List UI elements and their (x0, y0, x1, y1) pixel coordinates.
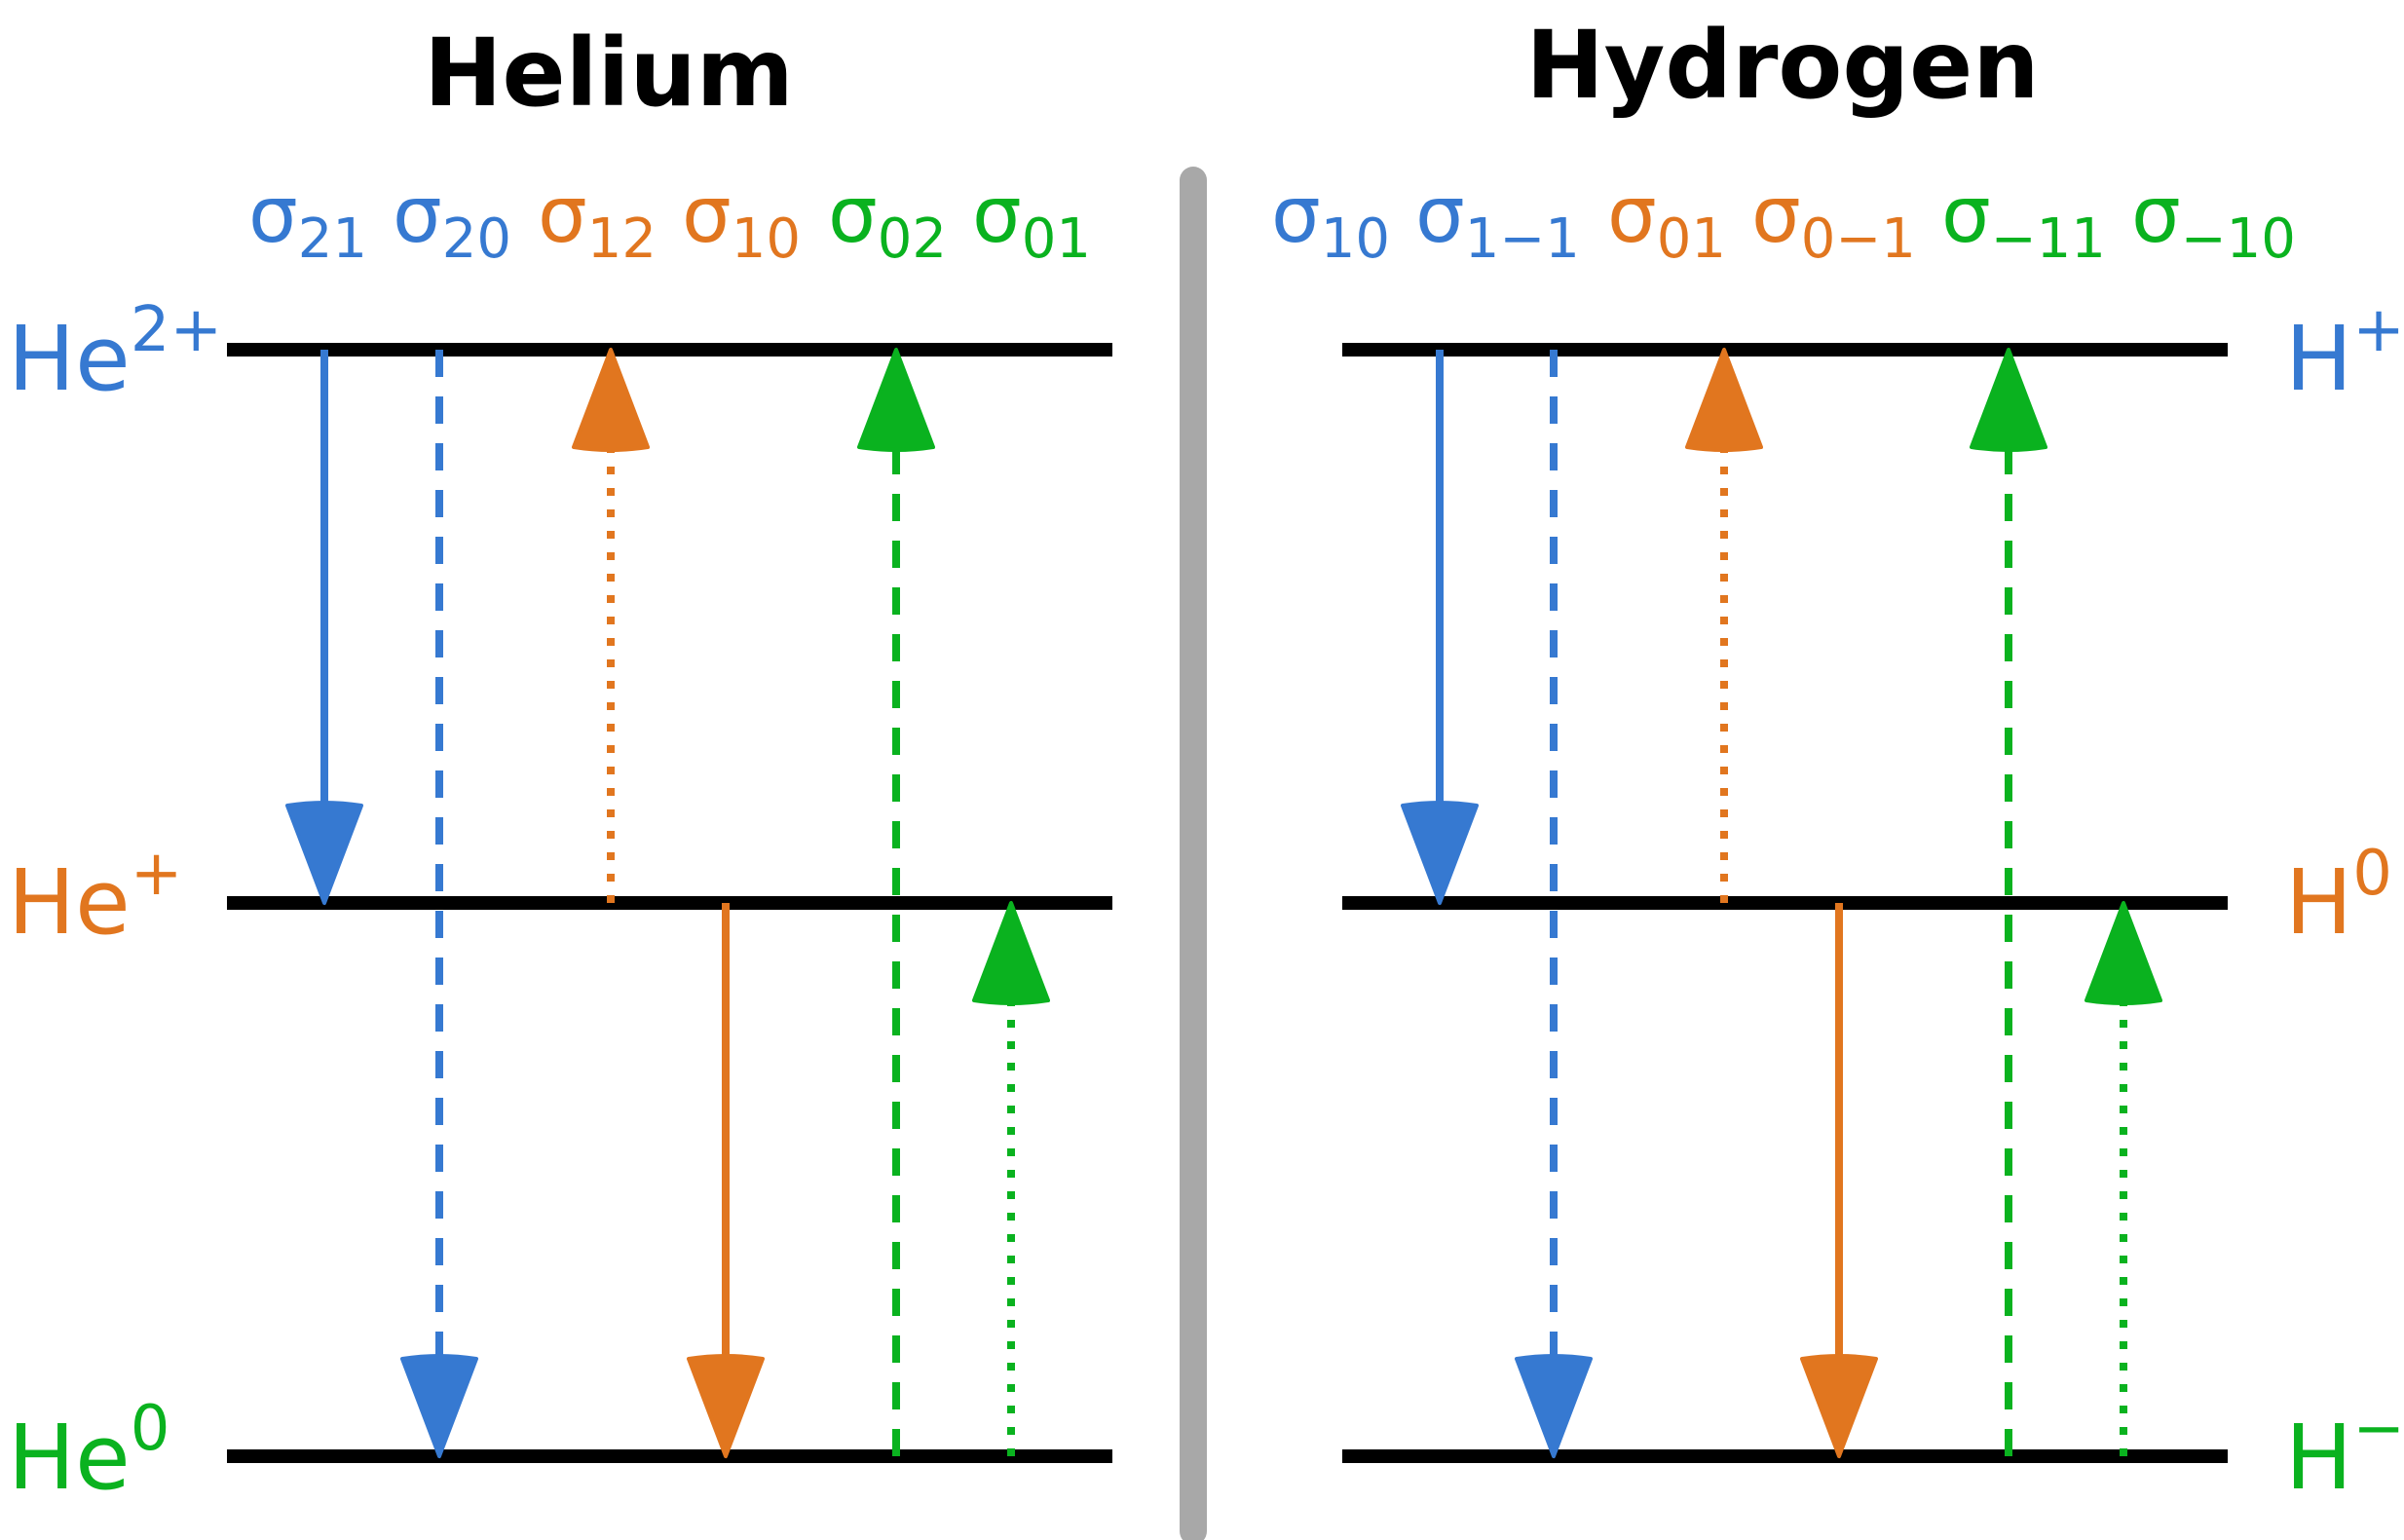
transition-arrowhead (687, 1354, 765, 1458)
transition-arrowhead (1515, 1354, 1593, 1458)
level-charge: 2+ (131, 294, 222, 366)
sigma-symbol: σ (393, 169, 442, 260)
sigma-subscript: 12 (587, 207, 657, 271)
sigma-subscript: 1−1 (1465, 207, 1580, 271)
hydrogen-transition-arrow (1401, 350, 1479, 905)
sigma-subscript: 02 (878, 207, 947, 271)
sigma-symbol: σ (1751, 169, 1801, 260)
helium-level-label: He+ (8, 838, 182, 955)
helium-level-label: He0 (8, 1393, 170, 1510)
transition-arrowhead (400, 1354, 478, 1458)
transition-arrowhead (285, 801, 363, 905)
helium-cross-section-label: σ02 (828, 169, 947, 271)
level-charge: + (2352, 294, 2404, 366)
panel-title-helium: Helium (424, 19, 794, 128)
helium-cross-section-label: σ01 (972, 169, 1091, 271)
level-base: H (2285, 1406, 2352, 1510)
sigma-subscript: 10 (1321, 207, 1390, 271)
hydrogen-transition-arrow (1800, 903, 1878, 1458)
sigma-symbol: σ (538, 169, 587, 260)
transition-arrowhead (2085, 901, 2162, 1005)
sigma-symbol: σ (682, 169, 732, 260)
level-base: H (2285, 850, 2352, 955)
level-base: He (8, 1406, 131, 1510)
sigma-symbol: σ (248, 169, 298, 260)
helium-cross-section-label: σ10 (682, 169, 801, 271)
sigma-symbol: σ (1415, 169, 1465, 260)
level-charge: 0 (131, 1393, 170, 1465)
hydrogen-level-label: H0 (2285, 838, 2392, 955)
sigma-subscript: 0−1 (1801, 207, 1916, 271)
helium-cross-section-label: σ21 (248, 169, 367, 271)
level-base: He (8, 307, 131, 411)
transition-arrowhead (1800, 1354, 1878, 1458)
helium-transition-arrow (687, 903, 765, 1458)
level-charge: − (2352, 1393, 2404, 1465)
hydrogen-transition-arrow (2085, 901, 2162, 1456)
hydrogen-transition-arrow (1685, 348, 1763, 903)
helium-cross-section-label: σ20 (393, 169, 511, 271)
hydrogen-level-label: H+ (2285, 294, 2404, 411)
sigma-symbol: σ (1271, 169, 1321, 260)
helium-levels: He2+He+He0 (8, 294, 1112, 1510)
sigma-subscript: 20 (442, 207, 511, 271)
hydrogen-cross-section-label: σ0−1 (1751, 169, 1916, 271)
hydrogen-cross-section-label: σ10 (1271, 169, 1390, 271)
sigma-symbol: σ (1941, 169, 1991, 260)
sigma-subscript: 01 (1657, 207, 1726, 271)
level-charge: 0 (2352, 838, 2392, 910)
sigma-subscript: −10 (2181, 207, 2296, 271)
hydrogen-cross-section-label: σ01 (1607, 169, 1726, 271)
helium-transition-arrow (285, 350, 363, 905)
level-charge: + (131, 838, 183, 910)
hydrogen-cross-section-label: σ−11 (1941, 169, 2106, 271)
sigma-symbol: σ (972, 169, 1022, 260)
level-base: He (8, 850, 131, 955)
transition-arrowhead (1401, 801, 1479, 905)
hydrogen-level-label: H− (2285, 1393, 2404, 1510)
helium-transition-arrow (857, 348, 935, 1456)
sigma-symbol: σ (2131, 169, 2181, 260)
transition-arrowhead (1685, 348, 1763, 452)
transition-arrowhead (1970, 348, 2047, 452)
transition-arrowhead (572, 348, 650, 452)
helium-transition-arrow (972, 901, 1050, 1456)
transition-arrowhead (972, 901, 1050, 1005)
hydrogen-transitions (1401, 348, 2162, 1458)
sigma-subscript: −11 (1991, 207, 2106, 271)
sigma-symbol: σ (1607, 169, 1657, 260)
sigma-subscript: 01 (1022, 207, 1091, 271)
sigma-subscript: 10 (732, 207, 801, 271)
panel-title-hydrogen: Hydrogen (1525, 11, 2039, 120)
helium-transition-arrow (400, 350, 478, 1458)
hydrogen-transition-arrow (1515, 350, 1593, 1458)
transition-arrowhead (857, 348, 935, 452)
hydrogen-cross-section-label: σ−10 (2131, 169, 2296, 271)
helium-transition-arrow (572, 348, 650, 903)
hydrogen-levels: H+H0H− (1342, 294, 2404, 1510)
level-base: H (2285, 307, 2352, 411)
helium-level-label: He2+ (8, 294, 222, 411)
hydrogen-transition-arrow (1970, 348, 2047, 1456)
hydrogen-cross-section-label: σ1−1 (1415, 169, 1580, 271)
sigma-subscript: 21 (298, 207, 367, 271)
helium-transitions (285, 348, 1050, 1458)
helium-cross-section-label: σ12 (538, 169, 657, 271)
sigma-symbol: σ (828, 169, 878, 260)
